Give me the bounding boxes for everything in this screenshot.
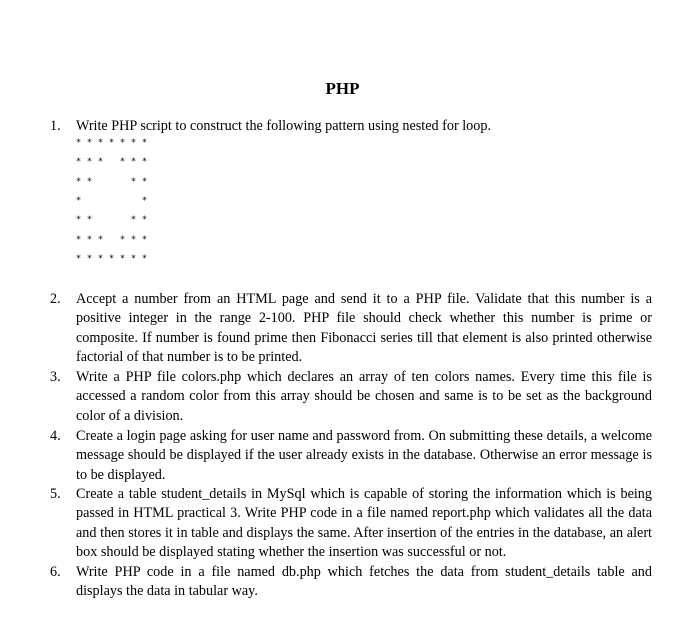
pattern-star: * [98,253,103,264]
pattern-star: * [131,176,136,187]
pattern-row: * * * * [74,176,164,188]
pattern-star: * [76,157,81,168]
pattern-star: * [120,138,125,148]
pattern-star: * [109,138,114,148]
pattern-star: * [87,138,92,148]
question-number: 6. [50,564,61,580]
pattern-row: * * * * [74,214,164,226]
pattern-star: * [76,253,81,264]
pattern-row: * * * * * * [74,156,164,168]
page-title: PHP [325,79,360,98]
pattern-star: * [120,253,125,264]
pattern-star: * [142,157,147,168]
pattern-star: * [120,157,125,168]
question-number: 5. [50,486,61,502]
pattern-star: * [76,215,81,226]
pattern-star: * [131,234,136,245]
pattern-star: * [87,157,92,168]
question-6: 6. Write PHP code in a file named db.php… [50,563,652,602]
question-text: Write a PHP file colors.php which declar… [76,369,652,424]
question-text: Accept a number from an HTML page and se… [76,291,652,366]
pattern-star: * [76,195,81,206]
pattern-star: * [120,234,125,245]
pattern-star: * [131,253,136,264]
pattern-star: * [131,215,136,226]
question-text: Create a table student_details in MySql … [76,486,652,561]
pattern-star: * [98,234,103,245]
pattern-row: * * * * * * * [74,137,164,149]
question-5: 5. Create a table student_details in MyS… [50,485,652,563]
pattern-star: * [131,157,136,168]
pattern-star: * [142,215,147,226]
question-number: 1. [50,118,61,134]
pattern-star: * [142,176,147,187]
pattern-star: * [131,138,136,148]
pattern-star: * [87,215,92,226]
question-2: 2. Accept a number from an HTML page and… [50,290,652,368]
pattern-row: * * * * * * * [74,253,164,265]
pattern-star: * [142,234,147,245]
pattern-star: * [98,157,103,168]
pattern-star: * [87,176,92,187]
question-text: Write PHP script to construct the follow… [76,118,491,134]
pattern-row: ** [74,195,164,207]
pattern-star: * [98,138,103,148]
pattern-star: * [76,234,81,245]
question-4: 4. Create a login page asking for user n… [50,427,652,485]
pattern-star: * [87,234,92,245]
question-number: 2. [50,291,61,307]
question-number: 4. [50,428,61,444]
pattern-star: * [142,195,147,206]
question-text: Create a login page asking for user name… [76,428,652,483]
pattern-star: * [142,138,147,148]
star-pattern: ************************************ [74,137,164,267]
pattern-row: * * * * * * [74,234,164,246]
question-1: 1. Write PHP script to construct the fol… [50,117,652,136]
pattern-star: * [142,253,147,264]
pattern-star: * [87,253,92,264]
question-number: 3. [50,369,61,385]
question-text: Write PHP code in a file named db.php wh… [76,564,652,600]
pattern-star: * [109,253,114,264]
pattern-star: * [76,138,81,148]
question-3: 3. Write a PHP file colors.php which dec… [50,368,652,426]
pattern-star: * [76,176,81,187]
